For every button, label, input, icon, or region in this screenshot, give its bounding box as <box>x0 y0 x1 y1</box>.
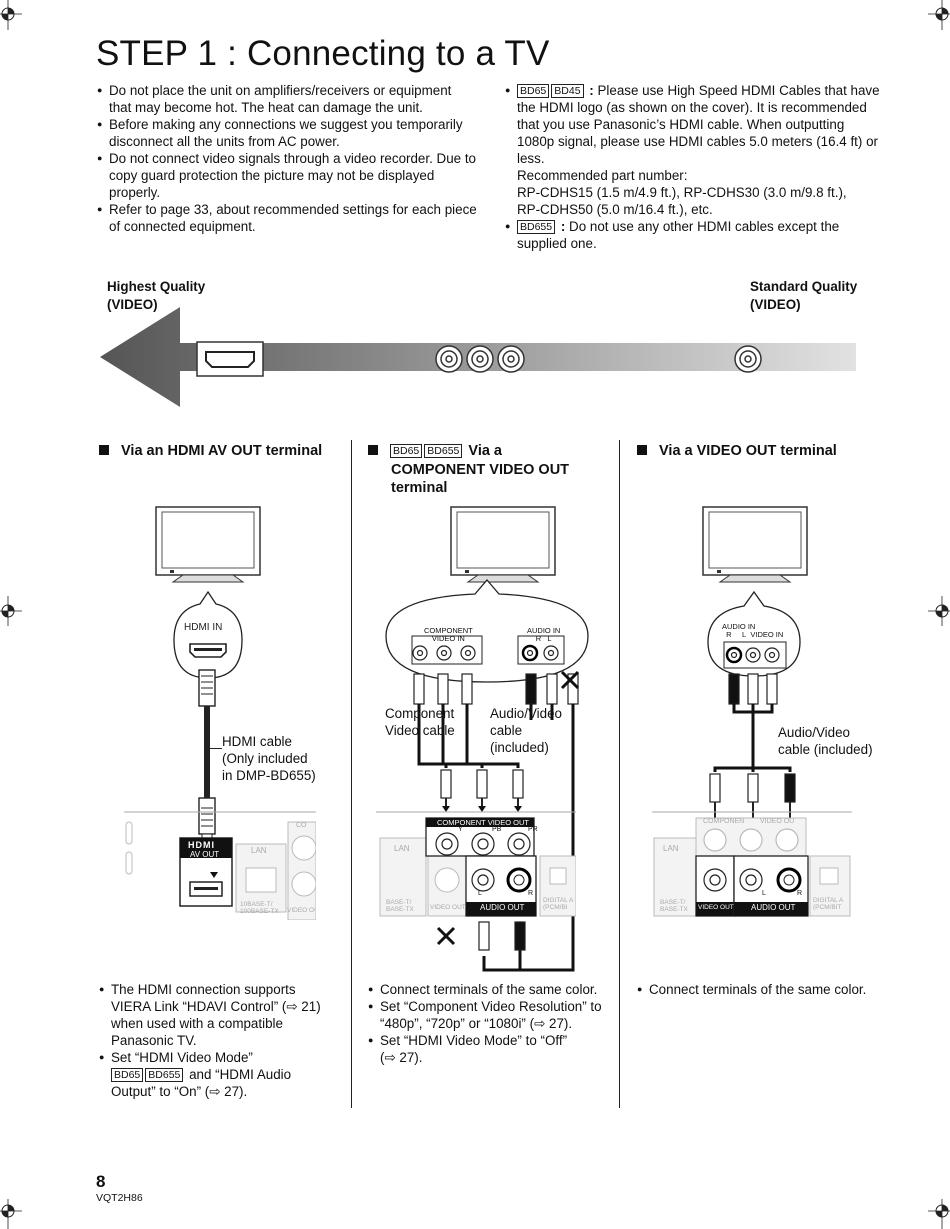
note-item: Set “HDMI Video Mode” to “Off” (⇨ 27). <box>368 1032 613 1066</box>
video-audio-in-label: AUDIO IN R L VIDEO IN <box>722 622 784 639</box>
tv-icon <box>450 506 556 583</box>
hdmi-bottom-notes: The HDMI connection supports VIERA Link … <box>99 981 344 1100</box>
component-cables <box>413 670 580 972</box>
video-out-label: VIDEO OUT <box>698 904 734 911</box>
registration-mark-mid-left <box>0 596 22 626</box>
hdmi-in-label: HDMI IN <box>184 622 223 633</box>
av-cable-label: Audio/Video cable (included) <box>490 706 562 755</box>
video-bottom-notes: Connect terminals of the same color. <box>637 981 882 998</box>
digital-label: DIGITAL A (PCM/BIT <box>813 897 844 911</box>
registration-mark-mid-right <box>928 596 950 626</box>
tv-icon <box>155 506 261 583</box>
hdmi-cable <box>198 669 216 843</box>
note-item: Do not place the unit on amplifiers/rece… <box>97 82 477 116</box>
registration-mark-top-right <box>928 0 950 30</box>
page-number: 8 <box>96 1172 106 1191</box>
column-divider <box>351 440 353 1108</box>
lan-label: LAN <box>251 846 267 855</box>
registration-mark-bottom-right <box>928 1199 950 1229</box>
hdmi-port-icon <box>196 341 264 377</box>
base-label: BASE-T/ BASE-TX <box>386 899 414 913</box>
pr-label: PR <box>528 826 538 833</box>
tv-icon <box>702 506 808 583</box>
left-notes: Do not place the unit on amplifiers/rece… <box>97 82 477 235</box>
hdmi-cable-label-bracket <box>208 748 222 749</box>
rear-panel-hdmi <box>124 811 316 920</box>
section-head-hdmi: Via an HDMI AV OUT terminal <box>99 442 322 461</box>
component-callout <box>385 579 589 683</box>
model-tag-bd655: BD655 <box>517 220 556 234</box>
hdmi-in-callout <box>173 590 243 679</box>
base-label: BASE-T/ BASE-TX <box>660 899 688 913</box>
hdmi-logo-label: HDMI <box>188 840 215 850</box>
audio-in-label: AUDIO IN R L <box>527 626 561 643</box>
model-tag-bd45: BD45 <box>551 84 584 98</box>
component-fragment-label: CO <box>296 822 307 829</box>
digital-label: DIGITAL A (PCM/BI <box>543 897 574 911</box>
note-item: Refer to page 33, about recommended sett… <box>97 201 477 235</box>
standard-quality-label: Standard Quality (VIDEO) <box>750 279 858 312</box>
video-cables <box>709 673 796 862</box>
page-title: STEP 1 : Connecting to a TV <box>96 34 550 73</box>
note-item: The HDMI connection supports VIERA Link … <box>99 981 344 1049</box>
note-item: Set “Component Video Resolution” to “480… <box>368 998 613 1032</box>
component-cable-label: Component Video cable <box>385 706 455 738</box>
hdmi-cable-label: HDMI cable (Only included in DMP-BD655) <box>222 734 316 783</box>
video-out-label: VIDEO OUT <box>430 904 466 911</box>
component-video-in-label: COMPONENT VIDEO IN <box>424 626 473 643</box>
column-divider <box>619 440 621 1108</box>
componen-faint-label: COMPONEN <box>703 818 745 825</box>
av-out-label: AV OUT <box>190 850 220 859</box>
note-item: Connect terminals of the same color. <box>368 981 613 998</box>
l-label: L <box>478 890 482 897</box>
section-head-video: Via a VIDEO OUT terminal <box>637 442 837 461</box>
r-label: R <box>528 890 534 897</box>
base-label: 10BASE-T/ 100BASE-TX <box>240 901 279 915</box>
registration-mark-top-left <box>0 0 22 30</box>
video-av-cable-label: Audio/Video cable (included) <box>778 725 873 757</box>
component-jacks-icon <box>435 345 525 373</box>
bd655-note: BD655 : Do not use any other HDMI cables… <box>505 218 880 252</box>
audio-out-label: AUDIO OUT <box>480 903 525 912</box>
video-jack-icon <box>734 345 762 373</box>
lan-label: LAN <box>663 844 679 853</box>
note-item: Connect terminals of the same color. <box>637 981 882 998</box>
video-out-faint-label: VIDEO OUT <box>287 907 315 914</box>
registration-mark-bottom-left <box>0 1199 22 1229</box>
pb-label: PB <box>492 826 502 833</box>
video-callout <box>707 590 801 677</box>
lan-label: LAN <box>394 844 410 853</box>
y-label: Y <box>458 826 463 833</box>
note-item: Do not connect video signals through a v… <box>97 150 477 201</box>
component-video-out-label: COMPONENT VIDEO OUT <box>437 818 529 827</box>
l-label: L <box>762 890 766 897</box>
audio-out-label: AUDIO OUT <box>751 903 796 912</box>
component-bottom-notes: Connect terminals of the same color. Set… <box>368 981 613 1066</box>
highest-quality-label: Highest Quality (VIDEO) <box>107 279 206 312</box>
doc-code: VQT2H86 <box>96 1192 143 1204</box>
video-ou-faint-label: VIDEO OU <box>760 818 795 825</box>
note-item: Before making any connections we suggest… <box>97 116 477 150</box>
model-tag-bd65: BD65 <box>517 84 550 98</box>
rear-panel-video <box>652 811 852 917</box>
rear-panel-component <box>376 811 576 917</box>
r-label: R <box>797 890 803 897</box>
